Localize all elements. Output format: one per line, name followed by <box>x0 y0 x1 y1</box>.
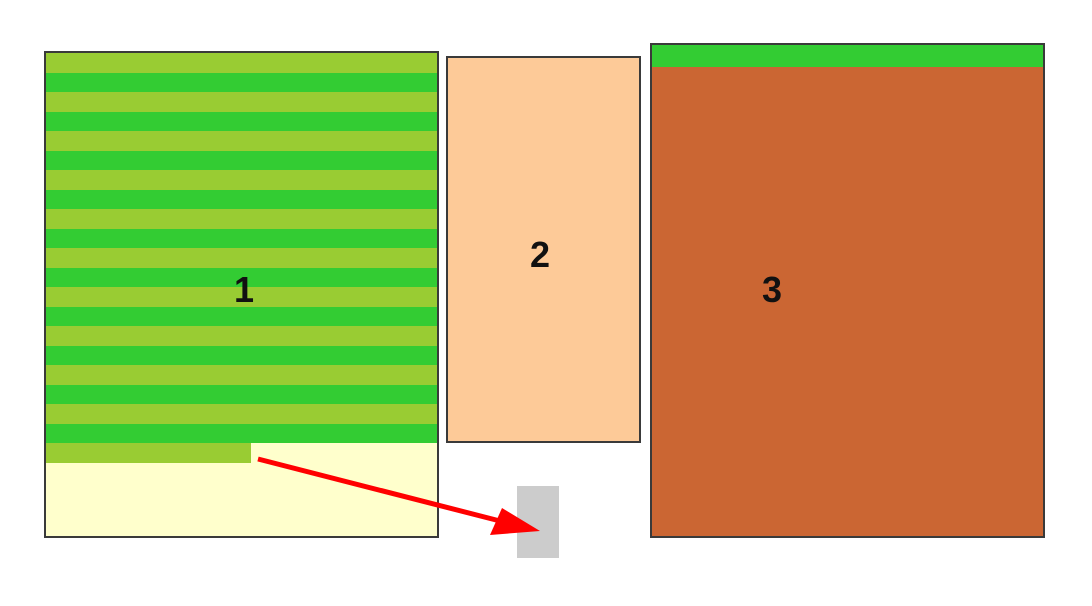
stripe <box>46 92 437 112</box>
stripe <box>46 423 437 443</box>
stripe <box>46 72 437 92</box>
stripe-highlight <box>154 228 322 243</box>
stripe <box>46 53 437 73</box>
container-2 <box>446 56 641 443</box>
container-3 <box>650 43 1045 538</box>
stripe <box>46 111 437 131</box>
container-1-striped <box>44 51 439 538</box>
red-arrow-head <box>490 508 540 535</box>
stripe <box>46 326 437 346</box>
label-1: 1 <box>234 269 255 310</box>
stripe <box>46 443 251 463</box>
stripe <box>46 384 437 404</box>
label-3: 3 <box>762 269 783 310</box>
stripe <box>46 209 437 229</box>
stripe <box>46 306 437 326</box>
stripe <box>46 365 437 385</box>
label-2: 2 <box>530 234 551 275</box>
stripe <box>46 189 437 209</box>
red-arrow-shaft <box>257 456 501 524</box>
stripe <box>46 248 437 268</box>
stripe <box>46 267 437 287</box>
stripe <box>46 170 437 190</box>
stripe <box>46 345 437 365</box>
stripe <box>46 287 437 307</box>
container-3-green-top <box>652 45 1043 67</box>
stripe <box>46 404 437 424</box>
stripe <box>46 131 437 151</box>
stripe <box>46 150 437 170</box>
